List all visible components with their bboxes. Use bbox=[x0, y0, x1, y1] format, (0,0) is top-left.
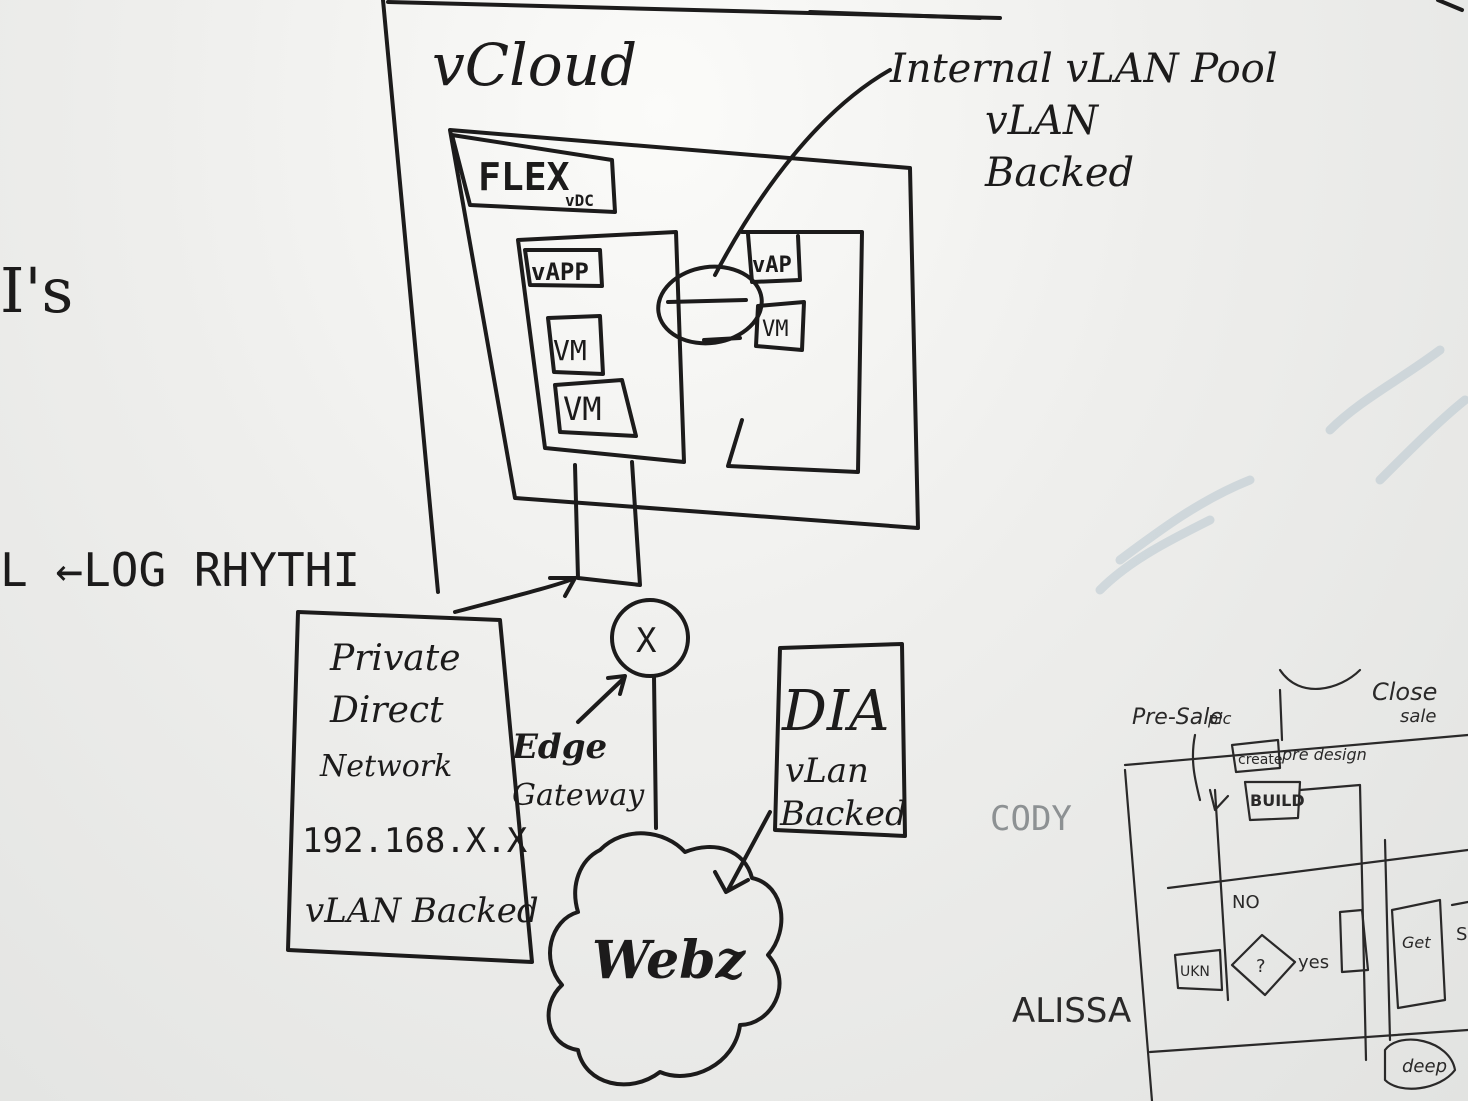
vcloud-title: vCloud bbox=[432, 31, 637, 99]
vdc-sub-label: vDC bbox=[565, 191, 594, 210]
dia-line-2: vLan bbox=[785, 751, 869, 791]
private-network-line-2: Direct bbox=[329, 690, 444, 731]
lane-cody: CODY bbox=[990, 799, 1072, 839]
flow-deep: deep bbox=[1402, 1056, 1447, 1077]
flow-sale: sale bbox=[1400, 706, 1436, 727]
vapp-right-label: vAP bbox=[752, 253, 792, 278]
flex-vdc-box bbox=[448, 128, 920, 530]
vcloud-frame bbox=[381, 0, 1464, 594]
vapp-left-label: vAPP bbox=[531, 258, 589, 286]
private-network-ip: 192.168.X.X bbox=[302, 821, 528, 861]
annotation-line-2: vLAN bbox=[985, 98, 1100, 144]
flow-no: NO bbox=[1232, 892, 1260, 913]
edge-gateway-circle bbox=[576, 598, 690, 830]
vm-right-label: VM bbox=[762, 317, 789, 342]
private-network-line-3: Network bbox=[319, 749, 452, 784]
vdc-uplink bbox=[573, 460, 642, 587]
flow-create: create bbox=[1238, 752, 1282, 768]
internal-vlan-ring bbox=[656, 68, 892, 346]
flow-ukn: UKN bbox=[1180, 964, 1210, 980]
dia-line-3: Backed bbox=[779, 794, 907, 834]
flow-decision: ? bbox=[1256, 956, 1266, 977]
flow-pre-sale: Pre-Sale bbox=[1132, 705, 1223, 730]
vapp-left-box bbox=[516, 230, 686, 464]
vm-1-label: VM bbox=[553, 334, 587, 367]
erased-smudges bbox=[1095, 345, 1468, 595]
dia-label: DIA bbox=[781, 679, 889, 744]
flow-pre-sale-suffix: pic bbox=[1207, 709, 1232, 728]
private-network-backing: vLAN Backed bbox=[305, 891, 539, 931]
flow-pre-design: pre design bbox=[1281, 745, 1367, 764]
flow-close: Close bbox=[1372, 678, 1437, 706]
flowchart-shapes bbox=[1173, 738, 1468, 1090]
private-network-box bbox=[286, 576, 577, 964]
flex-label: FLEX bbox=[478, 155, 570, 199]
vapp-right-box bbox=[726, 230, 864, 474]
flow-build: BUILD bbox=[1250, 791, 1305, 810]
vm-2-label: VM bbox=[563, 390, 602, 428]
annotation-line-1: Internal vLAN Pool bbox=[889, 46, 1278, 92]
flow-yes: yes bbox=[1298, 952, 1329, 973]
flowchart-lanes bbox=[1123, 668, 1468, 1101]
private-network-line-1: Private bbox=[329, 638, 461, 679]
annotation-line-3: Backed bbox=[984, 150, 1134, 196]
log-rhythm-fragment: L ←LOG RHYTHI bbox=[0, 543, 360, 597]
cloud-label: Webz bbox=[592, 930, 747, 991]
internet-cloud bbox=[546, 831, 784, 1087]
edge-gateway-line-1: Edge bbox=[511, 727, 607, 767]
dia-box bbox=[713, 642, 907, 894]
flow-side-box-2: S bbox=[1456, 924, 1467, 945]
flow-side-box: Get bbox=[1402, 933, 1431, 952]
is-fragment: I's bbox=[0, 254, 73, 327]
edge-gateway-symbol: X bbox=[636, 621, 657, 661]
edge-gateway-line-2: Gateway bbox=[512, 778, 645, 813]
lane-alissa: ALISSA bbox=[1012, 991, 1131, 1031]
